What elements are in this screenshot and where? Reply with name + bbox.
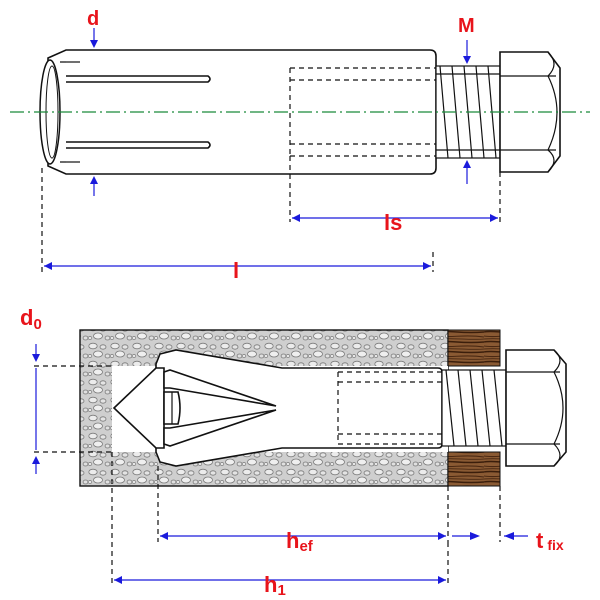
label-tfix-sub: fix bbox=[547, 537, 564, 553]
dim-h1 bbox=[111, 452, 449, 586]
label-hef-sub: ef bbox=[299, 538, 313, 555]
label-d0-main: d bbox=[20, 305, 33, 330]
dim-ls bbox=[289, 156, 501, 222]
label-h1: h1 bbox=[264, 572, 286, 599]
hex-nut-bottom bbox=[505, 349, 567, 467]
wood-fixture-bottom bbox=[447, 451, 501, 487]
slot-upper bbox=[66, 75, 211, 83]
label-h1-main: h bbox=[264, 572, 277, 597]
dim-tfix bbox=[452, 486, 528, 542]
label-d0-sub: 0 bbox=[33, 316, 41, 333]
sleeve-lip-edge bbox=[60, 61, 66, 163]
wood-fixture-top bbox=[447, 329, 501, 367]
label-h1-sub: 1 bbox=[277, 582, 285, 599]
dim-d0 bbox=[32, 344, 112, 474]
label-hef: hef bbox=[286, 528, 314, 555]
slot-lower bbox=[66, 141, 211, 149]
label-M: M bbox=[458, 15, 475, 37]
top-view: d M ls l bbox=[10, 8, 590, 283]
bolt-thread-bottom bbox=[441, 369, 507, 447]
dim-l bbox=[41, 168, 434, 272]
label-d: d bbox=[87, 8, 99, 30]
label-ls: ls bbox=[384, 210, 402, 235]
label-d0: d0 bbox=[20, 305, 42, 333]
dim-M bbox=[463, 40, 471, 184]
expanded-sleeve bbox=[155, 349, 443, 467]
internal-thread-top bbox=[289, 67, 436, 157]
label-l: l bbox=[233, 258, 239, 283]
label-hef-main: h bbox=[286, 528, 299, 553]
dim-d bbox=[90, 28, 98, 196]
label-tfix-main: t bbox=[536, 528, 544, 553]
sleeve-segment-lower bbox=[163, 409, 277, 447]
dim-hef bbox=[157, 466, 449, 542]
sleeve-segment-upper bbox=[163, 369, 277, 407]
